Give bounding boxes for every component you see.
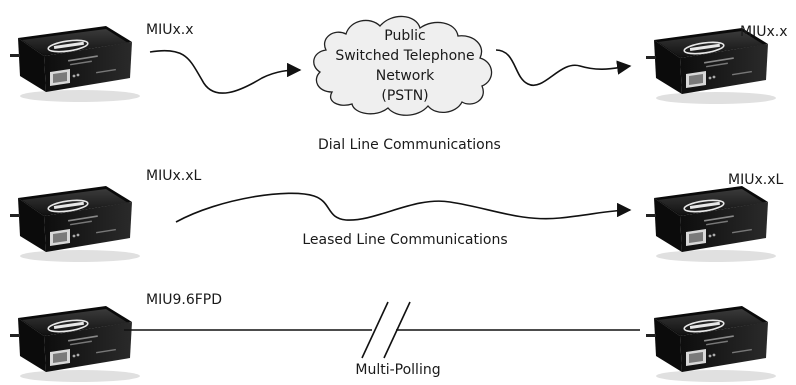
pstn-line-1: Public [384, 28, 426, 44]
break-mark-2 [383, 301, 411, 359]
multi-caption: Multi-Polling [355, 362, 441, 378]
device-multi-right [645, 305, 777, 383]
pstn-line-4: (PSTN) [381, 88, 429, 104]
device-leased-right [645, 185, 777, 263]
device-leased-left [9, 185, 141, 263]
leased-left-label: MIUx.xL [146, 168, 202, 184]
dial-right-label: MIUx.x [740, 24, 788, 40]
pstn-line-2: Switched Telephone [335, 48, 475, 64]
pstn-line-3: Network [375, 68, 435, 84]
dial-right-line [495, 49, 632, 87]
pstn-cloud [313, 15, 493, 116]
leased-line [175, 192, 632, 223]
device-dial-left [9, 25, 141, 103]
multi-left-label: MIU9.6FPD [146, 292, 222, 308]
leased-row [9, 185, 777, 263]
device-multi-left [9, 305, 141, 383]
leased-caption: Leased Line Communications [302, 232, 508, 248]
dial-row [9, 15, 777, 116]
leased-right-label: MIUx.xL [728, 172, 784, 188]
multi-row [9, 301, 777, 383]
pstn-label: Public Switched Telephone Network (PSTN) [330, 26, 480, 106]
break-mark-1 [361, 301, 389, 359]
dial-left-line [149, 49, 302, 94]
dial-caption: Dial Line Communications [318, 137, 501, 153]
dial-left-label: MIUx.x [146, 22, 194, 38]
